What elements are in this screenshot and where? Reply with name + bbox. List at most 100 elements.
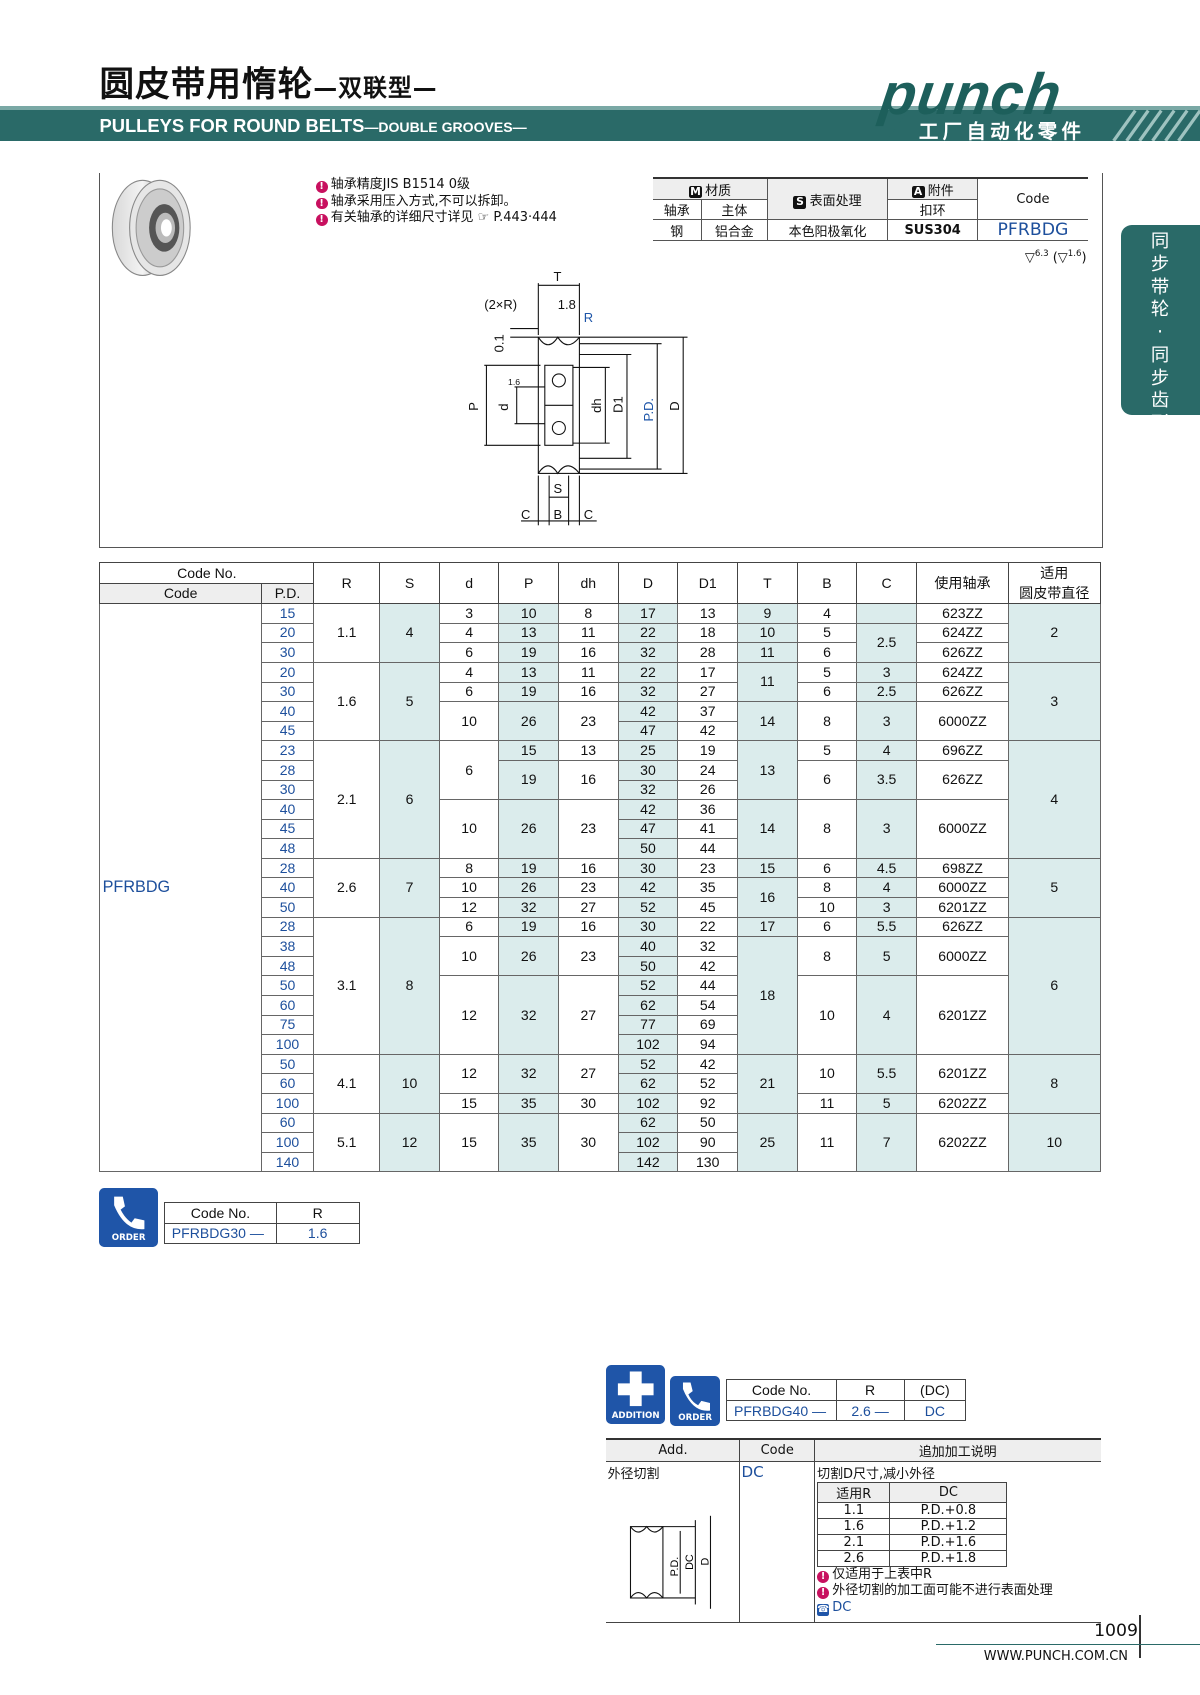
pd-cell[interactable]: 60 [260,995,315,1016]
pd-cell[interactable]: 48 [260,955,315,977]
d-cell: 4 [438,622,500,644]
D-cell: 52 [617,1053,679,1075]
dh-cell: 27 [557,1053,619,1095]
hdr-code: Code [99,582,262,605]
pd-cell[interactable]: 30 [260,779,315,801]
add-DC-value[interactable]: DC [903,1399,967,1422]
page-number: 1009 [1094,1620,1139,1641]
order-example-table: Code No.R PFRBDG30 —1.6 [164,1202,360,1245]
pd-cell[interactable]: 40 [260,799,315,820]
pd-cell[interactable]: 23 [260,740,315,761]
dh-cell: 23 [557,936,619,977]
addition-order-icon[interactable]: ORDER [670,1376,720,1426]
belt-cell: 4 [1008,740,1101,859]
pd-cell[interactable]: 60 [260,1073,315,1095]
T-cell: 18 [737,936,798,1055]
C-cell: 4 [856,877,917,899]
pd-cell[interactable]: 100 [260,1034,315,1055]
belt-cell: 3 [1008,661,1101,742]
pd-cell[interactable]: 28 [260,857,315,879]
s-cell: 12 [379,1112,440,1173]
hdr-pd: P.D. [260,582,315,605]
pd-cell[interactable]: 100 [260,1132,315,1153]
r-cell: 1.6 [313,661,381,742]
dc-val-3: P.D.+1.6 [889,1534,1008,1552]
D1-cell: 37 [677,701,739,722]
title-en-sub: —DOUBLE GROOVES— [364,118,527,135]
C-cell: 3 [856,701,917,742]
note-1: !轴承精度JIS B1514 0级 [315,177,557,194]
phone-icon [114,1196,145,1230]
B-cell: 10 [796,975,858,1055]
d-cell: 4 [438,661,500,683]
pd-cell[interactable]: 45 [260,720,315,742]
C-cell: 2.5 [856,622,917,663]
pd-cell[interactable]: 60 [260,1112,315,1134]
D1-cell: 32 [677,936,739,957]
addition-icon[interactable]: ADDITION [606,1365,665,1424]
add-code-value[interactable]: DC [739,1461,815,1623]
spec-table: Code No. R S d P dh D D1 T B C 使用轴承 适用圆皮… [99,562,1101,1173]
pd-cell[interactable]: 50 [260,1053,315,1075]
add-name: 外径切割 [607,1467,660,1483]
pd-cell[interactable]: 75 [260,1014,315,1036]
pd-cell[interactable]: 100 [260,1093,315,1114]
title-cn-main: 圆皮带用惰轮 [99,65,314,106]
add-R-cell[interactable]: 2.6 — [835,1399,905,1422]
page-title-cn: 圆皮带用惰轮—双联型— [99,56,437,106]
D1-cell: 44 [677,838,739,859]
order-icon[interactable]: ORDER [99,1188,158,1247]
pd-cell[interactable]: 15 [260,603,315,624]
dh-cell: 16 [557,916,619,938]
dim-C-right: C [584,507,593,522]
C-cell: 5.5 [856,916,917,938]
s-badge-icon: S [793,195,807,209]
pd-cell[interactable]: 20 [260,661,315,683]
plus-icon [618,1371,655,1407]
p-cell: 19 [498,642,560,663]
pd-cell[interactable]: 140 [260,1151,315,1173]
brg-cell: 6000ZZ [915,799,1010,859]
order-code-cell[interactable]: PFRBDG30 — [164,1222,277,1245]
r-cell: 1.1 [313,603,381,663]
mat-body-header: 主体 [700,199,768,221]
D-cell: 40 [617,936,679,957]
dc-hdr-r: 适用R [817,1482,891,1504]
pd-cell[interactable]: 30 [260,642,315,663]
p-cell: 26 [498,701,560,742]
pd-cell[interactable]: 20 [260,622,315,644]
pd-cell[interactable]: 30 [260,681,315,703]
T-cell: 15 [737,857,798,879]
order-R-value[interactable]: 1.6 [275,1222,360,1245]
pd-cell[interactable]: 28 [260,759,315,781]
mat-code-value[interactable]: PFRBDG [977,219,1088,242]
add-code-cell[interactable]: PFRBDG40 — [726,1399,837,1422]
pd-cell[interactable]: 28 [260,916,315,938]
D-cell: 50 [617,838,679,859]
pd-cell[interactable]: 45 [260,818,315,840]
s-cell: 10 [379,1053,440,1114]
dh-cell: 27 [557,975,619,1055]
d-cell: 6 [438,740,500,801]
side-tab[interactable] [1121,224,1200,416]
footer-url[interactable]: WWW.PUNCH.COM.CN [983,1648,1128,1664]
pd-cell[interactable]: 38 [260,936,315,957]
pd-cell[interactable]: 40 [260,701,315,722]
pd-cell[interactable]: 48 [260,838,315,859]
D1-cell: 18 [677,622,739,644]
C-cell: 4.5 [856,857,917,879]
dim-R: R [584,310,593,325]
dim-B: B [554,507,563,522]
pd-cell[interactable]: 50 [260,975,315,997]
note-3-page-ref[interactable]: P.443·444 [493,209,557,225]
pd-cell[interactable]: 40 [260,877,315,899]
addition-table: Add. Code 追加加工说明 外径切割 P.D. DC D DC 切割D尺寸… [606,1437,1101,1623]
code-cell[interactable]: PFRBDG [99,603,262,1173]
pd-cell[interactable]: 50 [260,897,315,918]
mat-surface-value: 本色阳极氧化 [767,219,888,242]
